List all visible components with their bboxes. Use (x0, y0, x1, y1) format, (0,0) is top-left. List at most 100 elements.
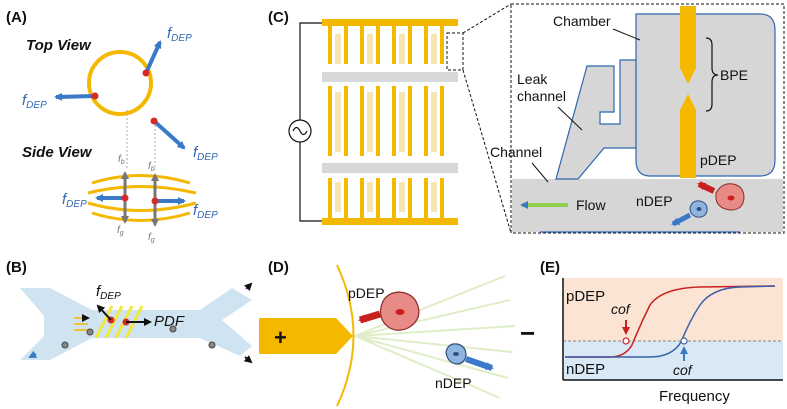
b-particle-3 (86, 328, 94, 336)
c-flow-label: Flow (576, 197, 606, 213)
e-ndep-region (563, 341, 783, 380)
c-wire-top (299, 22, 322, 120)
b-particle-6 (208, 341, 216, 349)
c-electrode-bus-bottom (322, 218, 458, 225)
c-channel-1 (322, 72, 458, 82)
c-zoom-line-top (462, 3, 512, 34)
c-bpe-brace (705, 37, 719, 112)
d-pdep-cell-nucleus (395, 309, 405, 315)
e-cof-label-blue: cof (673, 362, 694, 378)
d-minus-sign: − (520, 318, 535, 348)
side-view-arc-1 (91, 174, 191, 185)
ac-sine-icon (292, 126, 308, 136)
c-ndep-arrow (671, 212, 692, 227)
b-outlet-arrow-top (243, 282, 253, 292)
top-view-force-arrow-2 (54, 92, 96, 101)
d-electrode (259, 318, 353, 354)
panel-d: (D) + − pDEP nDEP (259, 259, 535, 407)
c-channel-label: Channel (490, 144, 542, 160)
top-view-force-arrow-3 (152, 119, 186, 150)
e-x-axis-label: Frequency (659, 388, 730, 405)
c-leak-label-line1: Leak (517, 71, 548, 87)
top-view-force-arrow-1 (144, 40, 162, 74)
side-view-title: Side View (22, 144, 93, 161)
b-pdf-label: PDF (154, 313, 185, 330)
panel-c: (C) (268, 3, 785, 234)
d-plus-sign: + (274, 325, 287, 350)
fdep-label-left: fDEP (22, 92, 47, 111)
c-chamber-label: Chamber (553, 13, 611, 29)
panel-b: (B) fDEP PDF (6, 259, 253, 364)
c-zoom-panel (510, 3, 785, 234)
b-inlet-branch (20, 288, 78, 310)
panel-d-label: (D) (268, 259, 289, 276)
e-cof-marker-blue (680, 337, 688, 345)
c-wire-bottom (299, 142, 322, 222)
c-channel-2 (322, 163, 458, 173)
c-zoom-line-bottom (462, 69, 512, 234)
d-field-boundary (336, 264, 355, 407)
panel-e-label: (E) (540, 259, 560, 276)
c-pdep-label: pDEP (700, 152, 737, 168)
d-field-lines (354, 275, 516, 399)
fdep-label-top: fDEP (167, 25, 192, 44)
c-pdep-cell-nucleus (727, 195, 735, 201)
c-chamber (635, 13, 776, 177)
panel-e: (E) cof cof pDEP nDEP Frequency (540, 259, 783, 405)
e-pdep-region (563, 278, 783, 341)
c-chamber-pointer (612, 28, 641, 41)
d-ndep-arrow (465, 356, 494, 371)
fb-label-2: fb (148, 161, 155, 173)
b-electrodes (94, 305, 144, 339)
d-ndep-cell-nucleus (453, 352, 459, 356)
e-pdep-label: pDEP (566, 288, 605, 305)
b-particle-5 (61, 341, 69, 349)
fg-label-2: fg (148, 232, 155, 244)
panel-a: (A) Top View fDEP fDEP fDEP Side View fD (6, 9, 218, 244)
c-pdep-arrow (697, 181, 716, 194)
e-curve-blue (565, 285, 776, 358)
c-electrode-fingers-dim (335, 34, 437, 212)
c-leak-label-line2: channel (517, 88, 566, 104)
b-fdep-arrow (96, 304, 112, 321)
top-view-particle-1 (142, 69, 150, 77)
c-ndep-label: nDEP (636, 193, 673, 209)
c-channel-pointer (531, 162, 549, 183)
b-flow-arrows (74, 314, 90, 331)
panel-a-label: (A) (6, 9, 27, 26)
side-view-arc-2 (87, 185, 197, 195)
b-particle-4 (169, 325, 177, 333)
b-channel (20, 288, 252, 360)
c-bpe-label: BPE (720, 67, 748, 83)
e-curve-red (565, 285, 776, 358)
fdep-label-side-left: fDEP (62, 191, 87, 210)
c-bpe-bottom (680, 94, 696, 178)
panel-c-label: (C) (268, 9, 289, 26)
b-outlet-arrow-bottom (243, 355, 253, 364)
d-ndep-label: nDEP (435, 375, 472, 391)
c-electrode-fingers (328, 26, 444, 218)
c-leak-channel (555, 59, 637, 180)
b-inlet-arrow (28, 350, 38, 358)
c-leak-pointer (557, 106, 583, 131)
side-view-arc-4 (91, 211, 191, 222)
top-view-electrode-ring (87, 50, 153, 116)
side-view-particle-2 (151, 197, 159, 205)
c-bpe-top (680, 6, 696, 84)
c-zoom-selection (446, 32, 464, 71)
panel-b-label: (B) (6, 259, 27, 276)
c-ndep-cell-nucleus (696, 207, 702, 211)
d-pdep-label: pDEP (348, 285, 385, 301)
fdep-label-side-right: fDEP (193, 202, 218, 221)
top-view-particle-2 (91, 92, 99, 100)
fb-label-1: fb (118, 154, 125, 166)
d-pdep-arrow (358, 310, 382, 324)
side-view-particle-1 (121, 194, 129, 202)
b-fdep-label: fDEP (96, 283, 121, 302)
fdep-label-right: fDEP (193, 144, 218, 163)
side-view-arc-3 (87, 201, 197, 212)
c-electrode-bus-top (322, 19, 458, 26)
e-cof-label-red: cof (611, 301, 632, 317)
